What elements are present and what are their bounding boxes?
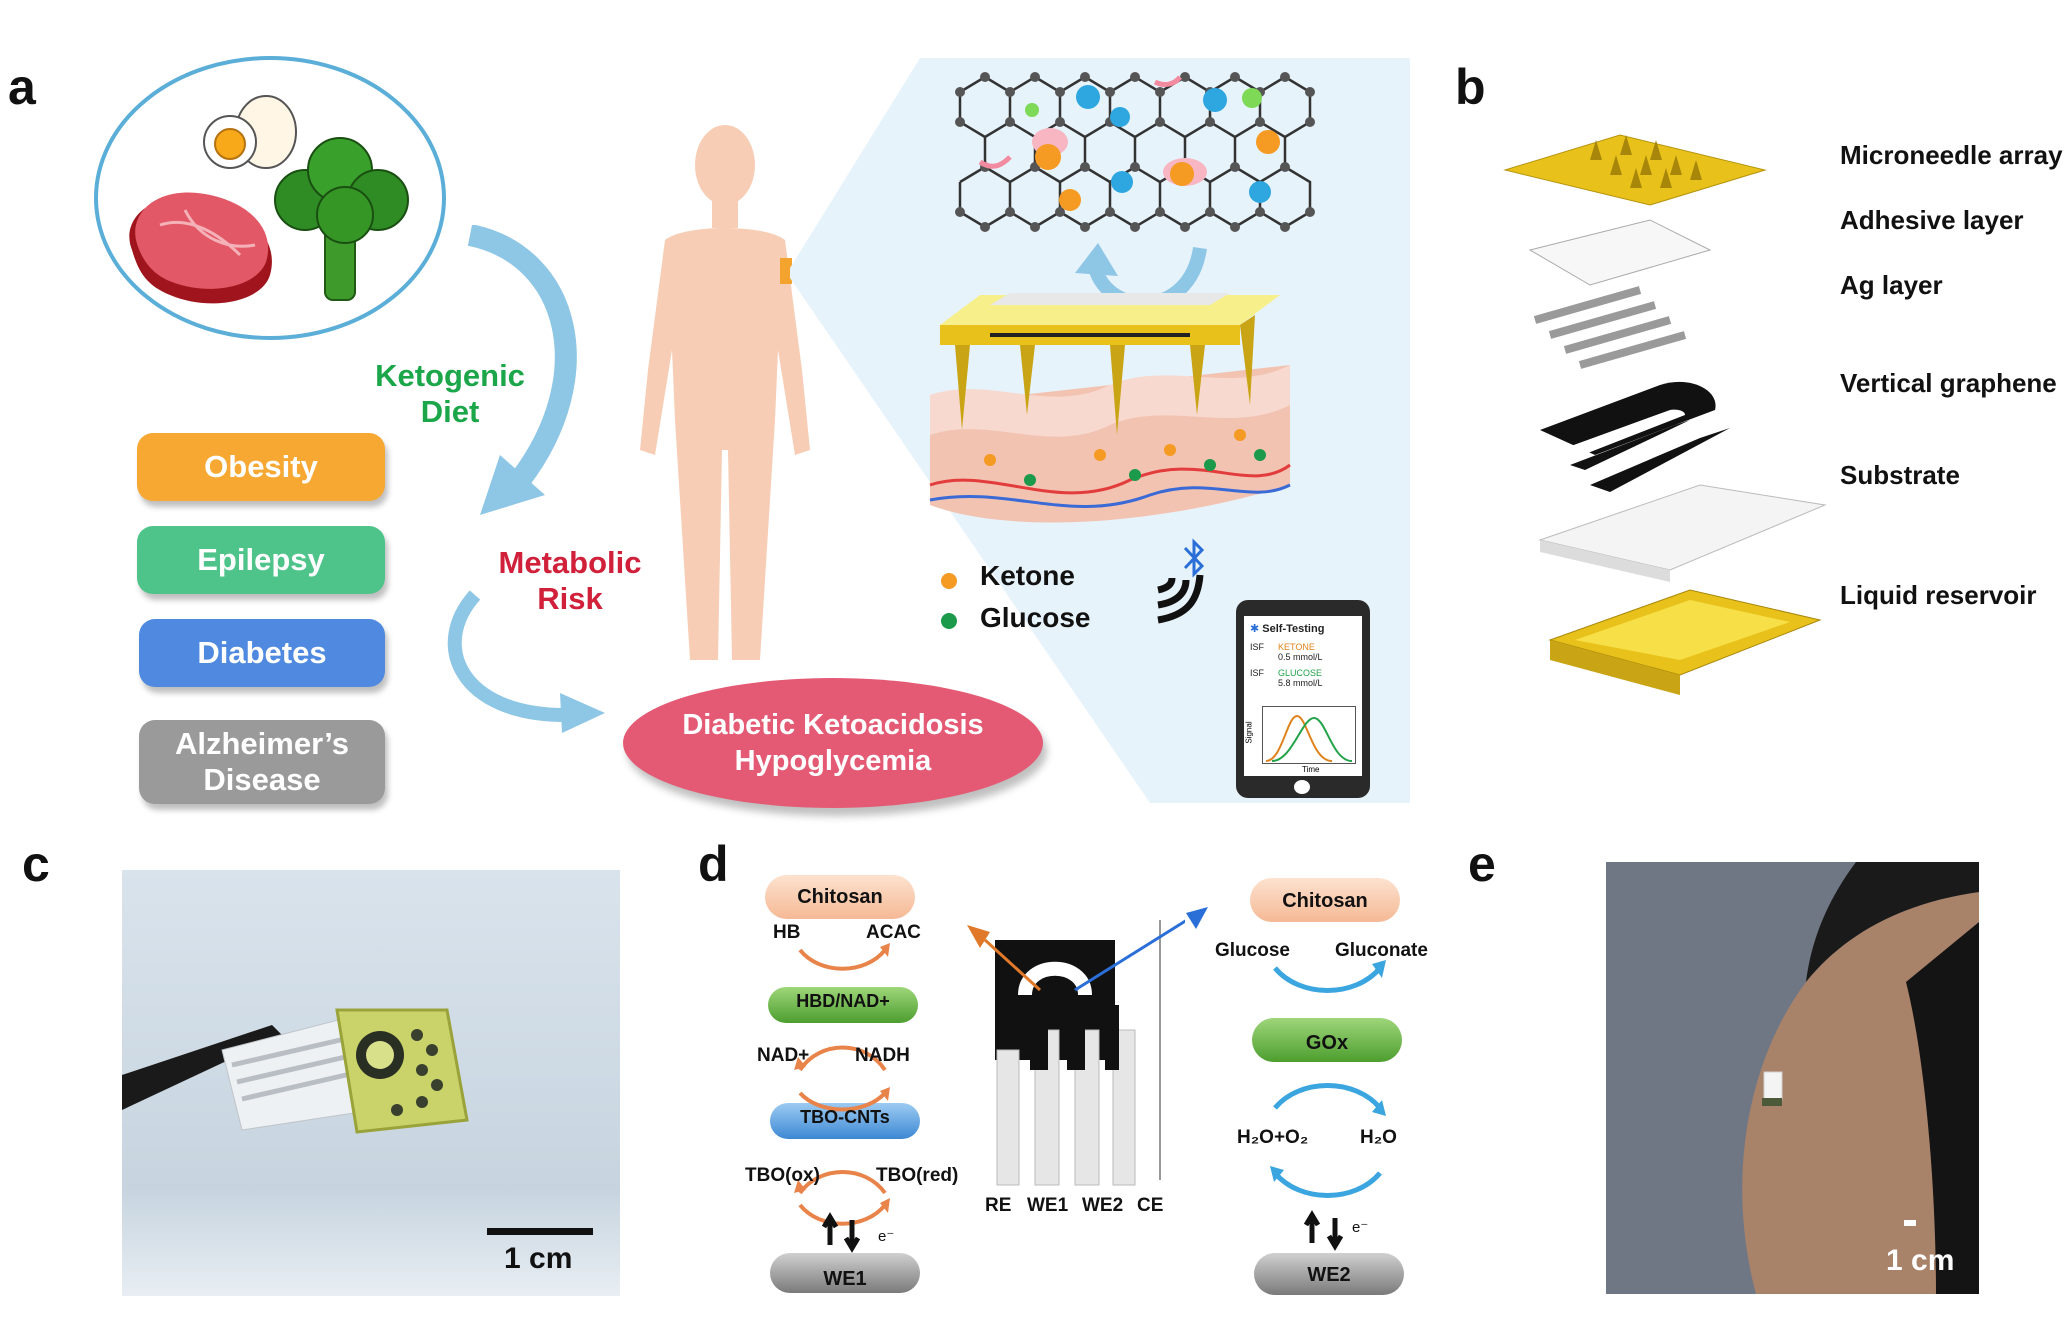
- condition-epilepsy: Epilepsy: [137, 526, 385, 594]
- panel-label-e: e: [1468, 836, 1496, 892]
- nadh-label: NADH: [855, 1045, 910, 1066]
- bluetooth-icon: [1183, 538, 1205, 578]
- scale-bar-label-c: 1 cm: [504, 1242, 573, 1275]
- phone-signal-plot: [1262, 706, 1356, 764]
- we2-disk-label: WE2: [1307, 1264, 1351, 1286]
- nad-label: NAD+: [757, 1045, 810, 1066]
- ketoacidosis-text: Diabetic Ketoacidosis: [682, 709, 984, 741]
- phone-ketone-name: KETONE: [1278, 642, 1315, 652]
- alzheimers-label: Alzheimer’s: [174, 726, 349, 762]
- panel-label-c: c: [22, 836, 50, 892]
- glucose-label: Glucose: [980, 602, 1091, 633]
- phone-row-tag: ISF: [1250, 642, 1265, 652]
- ce-label: CE: [1137, 1195, 1164, 1216]
- tbo-ox-label: TBO(ox): [745, 1165, 820, 1186]
- phone-row-glucose: ISF GLUCOSE 5.8 mmol/L: [1250, 668, 1323, 688]
- phone-row-ketone: ISF KETONE 0.5 mmol/L: [1250, 642, 1323, 662]
- h2o-label: H₂O: [1360, 1127, 1397, 1148]
- arm-photo: 1 cm: [1606, 862, 1979, 1294]
- food-illustration: [94, 56, 446, 340]
- electrode-layout: [967, 919, 1185, 1186]
- layer-label-adhesive: Adhesive layer: [1840, 205, 2024, 235]
- metabolic-risk-label: Metabolic Risk: [470, 545, 670, 617]
- arm-with-patch: [1742, 862, 1979, 1294]
- layer-label-ag: Ag layer: [1840, 270, 1943, 300]
- center-we1-label: WE1: [1027, 1195, 1069, 1216]
- hbd-label: HBD/NAD+: [796, 991, 890, 1011]
- ketogenic-diet-label: Ketogenic Diet: [360, 358, 540, 430]
- diet-text: Diet: [420, 394, 480, 429]
- left-cascade-disks: [765, 875, 920, 1293]
- diet-arrow: [467, 225, 577, 515]
- layer-label-microneedle: Microneedle array: [1840, 140, 2063, 170]
- device-exploded-view: [1503, 134, 1827, 695]
- phone-x-axis: Time: [1302, 765, 1320, 774]
- phone-title: Self-Testing: [1262, 623, 1325, 635]
- phone-home-button[interactable]: [1294, 780, 1310, 794]
- microneedle-on-skin: [929, 293, 1291, 523]
- left-chitosan-label: Chitosan: [797, 886, 883, 908]
- h2o-o2-label: H₂O+O₂: [1237, 1127, 1309, 1148]
- ketogenic-text: Ketogenic: [375, 358, 525, 393]
- tbo-cnts-label: TBO-CNTs: [800, 1107, 890, 1127]
- graphene-lattice: [955, 72, 1315, 232]
- layer-label-graphene: Vertical graphene: [1840, 368, 2057, 398]
- panel-label-d: d: [698, 836, 729, 892]
- obesity-label: Obesity: [204, 449, 318, 485]
- device-photo: 1 cm: [122, 870, 620, 1296]
- gox-label: GOx: [1305, 1032, 1349, 1054]
- risk-arrow: [447, 590, 605, 733]
- phone-glucose-value: 5.8 mmol/L: [1278, 678, 1323, 688]
- phone-row-tag: ISF: [1250, 668, 1265, 678]
- disease-label: Disease: [203, 762, 321, 797]
- hb-label: HB: [773, 922, 801, 943]
- phone-device: ✱ Self-Testing ISF KETONE 0.5 mmol/L ISF…: [1236, 600, 1370, 798]
- tweezers-and-patch: [122, 1008, 593, 1235]
- left-electron-label: e⁻: [878, 1228, 895, 1245]
- risk-text: Risk: [537, 581, 603, 616]
- phone-bluetooth-icon: ✱: [1250, 623, 1260, 635]
- human-body: [640, 125, 810, 660]
- tbo-red-label: TBO(red): [876, 1165, 959, 1186]
- glucose-dot: [941, 613, 957, 629]
- wireless-signal-icon: [1157, 574, 1204, 624]
- right-electron-label: e⁻: [1352, 1219, 1369, 1236]
- phone-screen: ✱ Self-Testing ISF KETONE 0.5 mmol/L ISF…: [1244, 616, 1362, 776]
- ketone-dot: [941, 573, 957, 589]
- scale-bar-label-e: 1 cm: [1886, 1244, 1955, 1277]
- outcome-oval: Diabetic Ketoacidosis Hypoglycemia: [623, 678, 1043, 808]
- condition-alzheimers: Alzheimer’s Disease: [139, 720, 385, 804]
- panel-label-b: b: [1455, 59, 1486, 115]
- phone-ketone-value: 0.5 mmol/L: [1278, 652, 1323, 662]
- right-chitosan-label: Chitosan: [1282, 890, 1368, 912]
- we1-disk-label: WE1: [823, 1268, 867, 1290]
- phone-glucose-name: GLUCOSE: [1278, 668, 1323, 678]
- epilepsy-label: Epilepsy: [197, 542, 325, 578]
- diabetes-label: Diabetes: [197, 635, 327, 671]
- phone-title-row: ✱ Self-Testing: [1250, 622, 1324, 635]
- center-to-right-arrowhead: [1186, 907, 1208, 929]
- gluconate-label: Gluconate: [1335, 940, 1428, 961]
- layer-label-reservoir: Liquid reservoir: [1840, 580, 2037, 610]
- metabolic-text: Metabolic: [498, 545, 642, 580]
- hypoglycemia-text: Hypoglycemia: [734, 745, 932, 777]
- acac-label: ACAC: [866, 922, 921, 943]
- phone-y-axis: Signal: [1244, 721, 1254, 744]
- layer-label-substrate: Substrate: [1840, 460, 1960, 490]
- panel-label-a: a: [8, 59, 36, 115]
- glucose-substrate-label: Glucose: [1215, 940, 1290, 961]
- center-we2-label: WE2: [1082, 1195, 1124, 1216]
- ketone-label: Ketone: [980, 560, 1075, 591]
- re-label: RE: [985, 1195, 1012, 1216]
- condition-obesity: Obesity: [137, 433, 385, 501]
- right-cascade-disks: [1250, 878, 1404, 1295]
- condition-diabetes: Diabetes: [139, 619, 385, 687]
